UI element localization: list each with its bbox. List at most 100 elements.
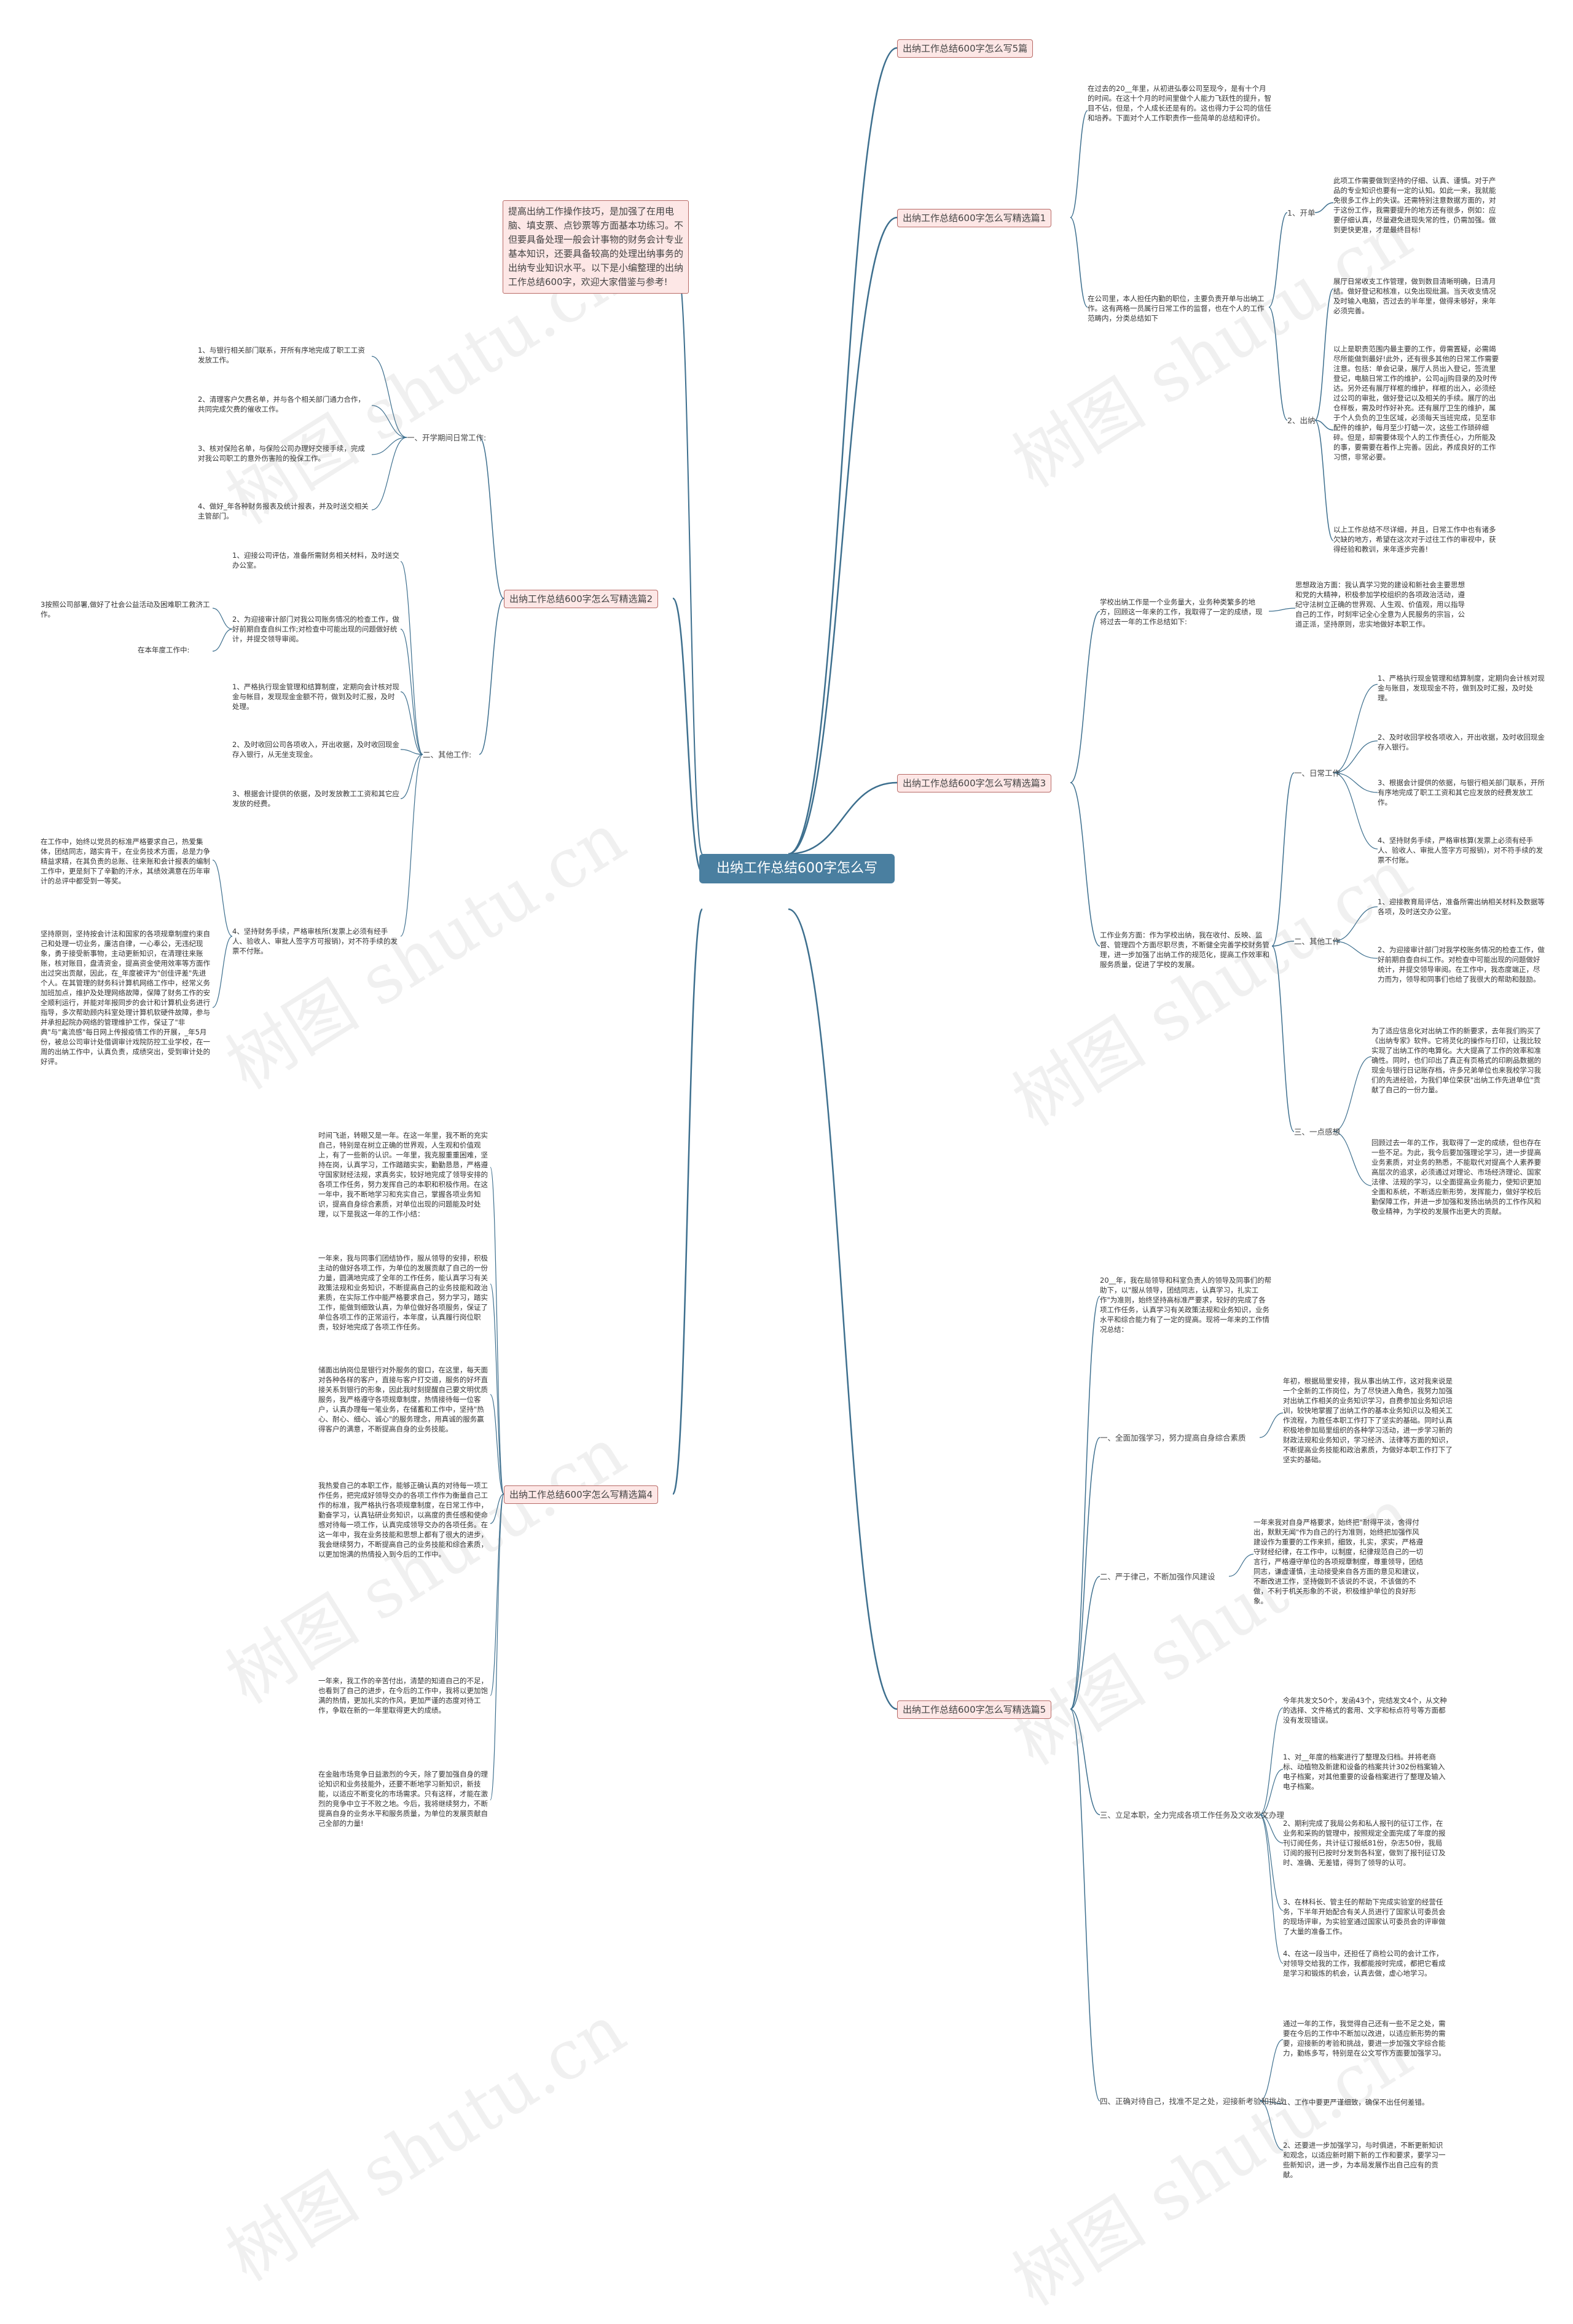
article5-duty-item: 1、对__年度的档案进行了整理及归档。并将老商标、动植物及新建和设备的档案共计3… bbox=[1283, 1753, 1446, 1791]
article2-daily-item: 2、清理客户欠费名单，并与各个相关部门通力合作，共同完成欠费的催收工作。 bbox=[198, 395, 365, 413]
connector bbox=[1268, 307, 1288, 421]
branch-article-4[interactable]: 出纳工作总结600字怎么写精选篇4 bbox=[504, 1485, 659, 1504]
article5-duty-item: 4、在这一段当中，还担任了商检公司的会计工作，对领导交给我的工作，我都能按时完成… bbox=[1283, 1949, 1446, 1978]
article1-billing-text: 此项工作需要做到坚持的仔细、认真、谨慎。对于产品的专业知识也要有一定的认知。如此… bbox=[1333, 176, 1496, 234]
connector bbox=[490, 1493, 504, 1801]
article2-left-d: 坚持原则，坚持按会计法和国家的各项规章制度约束自己和处理一切业务，廉洁自律，一心… bbox=[41, 929, 210, 1066]
article5-duty-item: 3、在林科长、管主任的帮助下完成实验室的经营任务，下半年开始配合有关人员进行了国… bbox=[1283, 1898, 1446, 1936]
connector bbox=[1333, 1131, 1372, 1186]
article2-other-item: 4、坚持财务手续，严格审核所(发票上必须有经手人、验收人、审批人签字方可报销)，… bbox=[232, 927, 398, 955]
connector bbox=[1271, 772, 1295, 947]
connector bbox=[212, 859, 233, 937]
article5-sub-duties[interactable]: 三、立足本职，全力完成各项工作任务及文收发文办理 bbox=[1100, 1810, 1285, 1820]
article3-thought-item: 回顾过去一年的工作，我取得了一定的成绩，但也存在一些不足。为此，我今后要加强理论… bbox=[1371, 1138, 1541, 1216]
connector bbox=[1259, 2100, 1284, 2104]
intro-note: 提高出纳工作操作技巧，是加强了在用电脑、填支票、点钞票等方面基本功练习。不但要具… bbox=[503, 200, 689, 294]
article2-sub-other[interactable]: 二、其他工作: bbox=[423, 750, 472, 759]
article2-daily-item: 1、与银行相关部门联系，开所有序地完成了职工工资发放工作。 bbox=[198, 346, 365, 364]
connector bbox=[1070, 110, 1088, 218]
connector bbox=[1314, 202, 1334, 213]
connector bbox=[1259, 1814, 1284, 1911]
connector bbox=[1259, 1412, 1284, 1438]
article4-item: 储面出纳岗位是银行对外服务的窗口，在这里，每天面对各种各样的客户，直接与客户打交… bbox=[318, 1366, 488, 1433]
branch-article-3[interactable]: 出纳工作总结600字怎么写精选篇3 bbox=[897, 774, 1052, 792]
connector bbox=[1259, 1814, 1284, 1964]
branch-article-5[interactable]: 出纳工作总结600字怎么写精选篇5 bbox=[897, 1700, 1052, 1719]
connector bbox=[1333, 740, 1378, 773]
article5-duty-item: 2、期利完成了我局公务和私人报刊的征订工作，在业务和采购的管理中，按照规定全面完… bbox=[1283, 1819, 1446, 1867]
article3-sub-thoughts[interactable]: 三、一点感想 bbox=[1294, 1127, 1341, 1137]
connector bbox=[1070, 1708, 1100, 1815]
connector bbox=[490, 1167, 504, 1495]
connector bbox=[490, 1493, 504, 1696]
connector bbox=[1333, 1056, 1372, 1132]
article2-sub-daily[interactable]: 一、开学期间日常工作: bbox=[407, 433, 487, 442]
connector bbox=[1271, 945, 1295, 1132]
connector bbox=[1314, 288, 1334, 421]
article1-sub-cashier[interactable]: 2、出纳 bbox=[1287, 416, 1316, 425]
connector bbox=[371, 356, 407, 438]
connector bbox=[1271, 941, 1295, 947]
article4-item: 在金融市场竞争日益激烈的今天，除了要加强自身的理论知识和业务技能外，还要不断地学… bbox=[318, 1770, 488, 1828]
article2-other-item: 2、及时收回公司各项收入，开出收据，及时收回现金存入银行，从无坐支现金。 bbox=[232, 740, 399, 759]
article5-study-text: 年初，根据局里安排，我从事出纳工作，这对我来说是一个全新的工作岗位，为了尽快进入… bbox=[1283, 1377, 1453, 1464]
connector bbox=[1333, 941, 1378, 959]
connector bbox=[490, 1394, 504, 1495]
connector bbox=[400, 749, 423, 755]
article5-reflection-item: 2、还要进一步加强学习，与时俱进，不断更新知识和观念，以适应新时期下新的工作和要… bbox=[1283, 2141, 1446, 2179]
article2-other-item: 2、为迎接审计部门对我公司账务情况的检查工作，做好前期自查自纠工作;对检查中可能… bbox=[232, 615, 399, 643]
article1-sub-billing[interactable]: 1、开单 bbox=[1287, 208, 1316, 217]
branch-article-1[interactable]: 出纳工作总结600字怎么写精选篇1 bbox=[897, 209, 1052, 227]
connector bbox=[490, 1283, 504, 1495]
connector bbox=[371, 437, 407, 511]
article5-duty-item: 今年共发文50个，发函43个，完结发文4个，从文种的选择、文件格式的套用、文字和… bbox=[1283, 1696, 1447, 1724]
article5-sub-study[interactable]: 一、全面加强学习，努力提高自身综合素质 bbox=[1100, 1433, 1246, 1442]
article3-daily-item: 2、及时收回学校各项收入，开出收据，及时收回现金存入银行。 bbox=[1378, 733, 1545, 751]
connector bbox=[1333, 772, 1378, 850]
article3-other-item: 1、迎接教育局评估，准备所需出纳相关材料及数据等各项，及时送交办公室。 bbox=[1378, 898, 1545, 916]
article2-daily-item: 4、做好_年各种财务报表及统计报表，并及时送交相关主管部门。 bbox=[198, 502, 369, 520]
article2-left-c: 在工作中，始终以党员的标准严格要求自己，热爱集体，团结同志，踏实肯干，在业务技术… bbox=[41, 837, 210, 885]
connector bbox=[1070, 1437, 1100, 1710]
connector-lines bbox=[212, 47, 1378, 2151]
connector bbox=[212, 628, 233, 652]
article2-left-b: 在本年度工作中: bbox=[138, 646, 190, 654]
article5-sub-discipline[interactable]: 二、严于律己，不断加强作风建设 bbox=[1100, 1572, 1215, 1581]
branch-5-articles[interactable]: 出纳工作总结600字怎么写5篇 bbox=[897, 39, 1034, 58]
connector bbox=[1333, 906, 1378, 942]
connector bbox=[400, 754, 423, 937]
connector bbox=[1333, 772, 1378, 793]
connector bbox=[1070, 1708, 1100, 2102]
connector bbox=[788, 908, 898, 1710]
article3-sub-other[interactable]: 二、其他工作 bbox=[1294, 937, 1341, 946]
article3-thought-item: 为了适应信息化对出纳工作的新要求，去年我们购买了《出纳专家》软件。它将灵化的操作… bbox=[1371, 1027, 1541, 1094]
article3-sub-daily[interactable]: 一、日常工作 bbox=[1294, 769, 1341, 778]
connector bbox=[400, 628, 423, 755]
article2-daily-item: 3、核对保险名单，与保险公司办理好交接手续，完成对我公司职工的意外伤害险的投保工… bbox=[198, 444, 365, 463]
article1-cashier-a: 展厅日常收支工作管理，做到数目清晰明确，日清月结。做好登记和核准，以免出现纰漏。… bbox=[1333, 277, 1496, 315]
connector bbox=[1314, 420, 1334, 431]
branch-article-2[interactable]: 出纳工作总结600字怎么写精选篇2 bbox=[504, 590, 659, 608]
connector bbox=[212, 608, 233, 630]
connector bbox=[672, 908, 704, 1495]
connector bbox=[788, 781, 898, 855]
connector bbox=[371, 437, 407, 455]
connector bbox=[672, 597, 704, 874]
connector bbox=[1314, 420, 1334, 541]
root-node[interactable]: 出纳工作总结600字怎么写 bbox=[699, 854, 895, 883]
connector bbox=[1268, 212, 1288, 308]
connector bbox=[479, 437, 504, 599]
article1-intro: 在过去的20__年里，从初进弘泰公司至现今，是有十个月的时间。在这十个月的时间里… bbox=[1088, 84, 1271, 122]
article5-sub-reflection[interactable]: 四、正确对待自己，找准不足之处，迎接新考验和挑战 bbox=[1100, 2097, 1285, 2106]
connector bbox=[1259, 2100, 1284, 2151]
article2-left-a: 3按照公司部署,做好了社会公益活动及困难职工救济工作。 bbox=[41, 600, 210, 619]
article2-other-item: 1、迎接公司评估，准备所需财务相关材料，及时送交办公室。 bbox=[232, 551, 399, 569]
article2-other-item: 3、根据会计提供的依据，及时发放教工工资和其它应发放的经费。 bbox=[232, 789, 399, 808]
connector bbox=[371, 405, 407, 438]
article5-intro: 20__年，我在局领导和科室负责人的领导及同事们的帮助下，以"服从领导，团结同志… bbox=[1100, 1276, 1272, 1334]
connector bbox=[1070, 1576, 1100, 1710]
connector bbox=[1070, 1296, 1100, 1710]
article4-item: 时间飞逝，转眼又是一年。在这一年里，我不断的充实自己，特别是在树立正确的世界观，… bbox=[318, 1131, 488, 1218]
mind-map: 树图 shutu.cn 树图 shutu.cn 树图 shutu.cn 树图 s… bbox=[41, 39, 1545, 2321]
connector bbox=[400, 754, 423, 799]
